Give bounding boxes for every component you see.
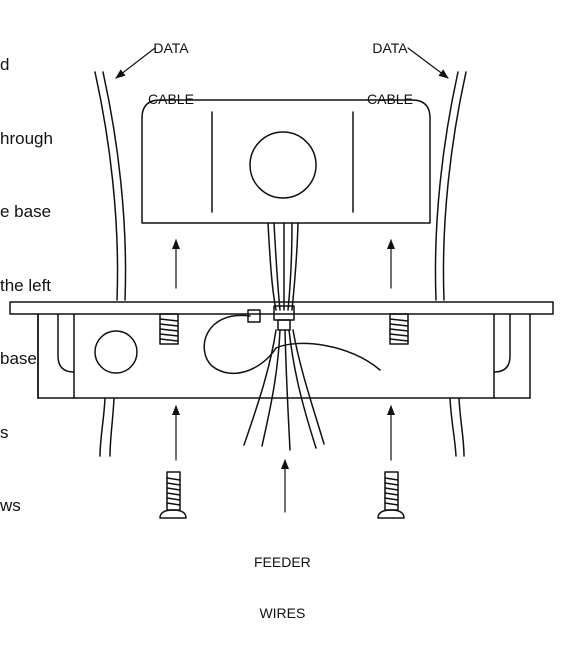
- standoff-right: [389, 313, 409, 345]
- data-cable-left-lower: [99, 397, 115, 457]
- label-line: DATA: [372, 40, 408, 56]
- data-cable-right-lower: [449, 397, 465, 457]
- data-cable-label-left: DATA CABLE: [148, 6, 194, 142]
- mounting-plate: [9, 301, 554, 315]
- instruction-line: the left: [0, 275, 52, 295]
- label-line: CABLE: [148, 91, 194, 107]
- sensor-lens: [249, 131, 317, 199]
- instruction-text: d hrough e base the left base s ws: [0, 4, 53, 568]
- arrow-data-cable-left: [115, 47, 156, 79]
- arrows: [115, 47, 449, 513]
- instruction-line: base: [0, 349, 37, 368]
- data-cable-left: [94, 71, 127, 301]
- data-cable-label-right: DATA CABLE: [367, 6, 413, 142]
- base-box: [37, 313, 531, 399]
- arrow-data-cable-right: [407, 47, 449, 79]
- ground-lug: [247, 309, 261, 323]
- installation-diagram: d hrough e base the left base s ws DATA …: [0, 6, 554, 621]
- cable-hole: [94, 330, 138, 374]
- label-line: DATA: [153, 40, 189, 56]
- instruction-line: e base: [0, 202, 52, 221]
- screw-right: [377, 471, 405, 519]
- instruction-line: s: [0, 422, 9, 442]
- diagram-drawing: [9, 47, 554, 519]
- feeder-wires: [243, 222, 325, 451]
- screw-left: [159, 471, 187, 519]
- ground-wire: [203, 309, 381, 375]
- instruction-line: ws: [0, 496, 21, 515]
- data-cable-right: [434, 71, 467, 301]
- sensor-housing: [141, 99, 431, 224]
- instruction-line: d: [0, 55, 10, 74]
- standoff-left: [159, 313, 179, 345]
- label-line: CABLE: [367, 91, 413, 107]
- instruction-line: hrough: [0, 128, 53, 148]
- label-line: WIRES: [259, 605, 306, 621]
